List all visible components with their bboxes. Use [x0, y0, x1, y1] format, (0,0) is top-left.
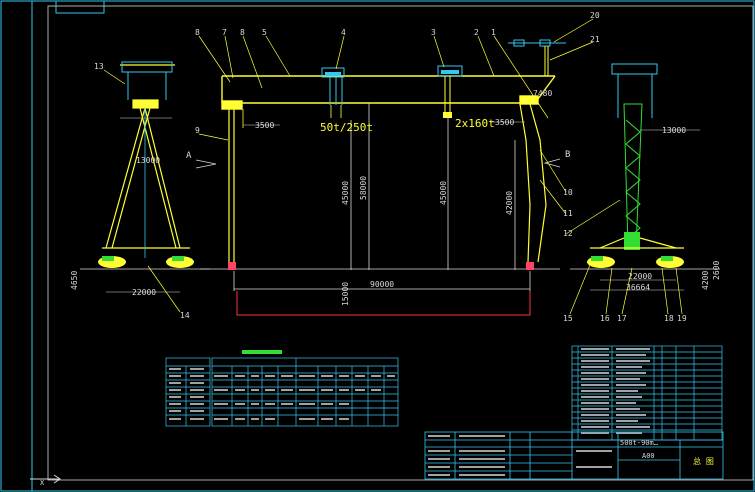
svg-text:19: 19: [677, 314, 687, 323]
parameter-table-small: [165, 357, 211, 427]
trolley-left: [321, 67, 345, 105]
trolley-right: [437, 65, 463, 118]
dim-right-height-b: 2600: [712, 261, 721, 280]
bom-table: [571, 345, 723, 441]
svg-text:11: 11: [563, 209, 573, 218]
dim-left-height: 4650: [70, 271, 79, 290]
svg-text:7: 7: [222, 28, 227, 37]
svg-text:20: 20: [590, 11, 600, 20]
svg-text:15: 15: [563, 314, 573, 323]
table-caption-mark: [242, 350, 282, 354]
dim-lift-height-a: 58000: [359, 176, 368, 200]
svg-text:4: 4: [341, 28, 346, 37]
svg-text:X: X: [40, 479, 45, 487]
jib-crane: [508, 39, 566, 76]
svg-text:8: 8: [240, 28, 245, 37]
main-girder: [221, 75, 556, 110]
foundation-pit: [236, 291, 531, 316]
svg-text:21: 21: [590, 35, 600, 44]
front-elevation: 3500 50t/250t 2x160t 3500 7480 90000 580…: [186, 11, 621, 316]
dim-right-base-b: 36664: [626, 283, 650, 292]
dim-lift-height-d: 42000: [505, 191, 514, 215]
dim-right-height-a: 4200: [701, 271, 710, 290]
title-block: [424, 431, 724, 480]
front-dimensions: 3500 50t/250t 2x160t 3500 7480 90000 580…: [243, 89, 552, 306]
dim-left-leg-spacing: 13000: [136, 156, 160, 165]
dim-rail-gauge: 90000: [370, 280, 394, 289]
ucs-axis-icon: X: [30, 474, 61, 487]
callout-leaders: [198, 18, 621, 235]
dim-span-right-offset: 3500: [495, 118, 514, 127]
callout-labels: 8 7 8 5 4 3 2 1 20 21 9 10 11 12: [195, 11, 600, 238]
title-block-text-marks: [428, 435, 612, 476]
bom-text-marks: [581, 348, 650, 434]
right-side-view: 13000 22000 36664 4200 2600 15 16 17 18 …: [563, 63, 721, 323]
svg-text:16: 16: [600, 314, 610, 323]
svg-text:9: 9: [195, 126, 200, 135]
svg-text:13: 13: [94, 62, 104, 71]
svg-text:3: 3: [431, 28, 436, 37]
svg-text:12: 12: [563, 229, 573, 238]
left-side-view: 13000 22000 4650 13 14: [70, 61, 210, 320]
parameter-table-main: [211, 357, 399, 427]
dim-trolley-left: 50t/250t: [320, 121, 373, 134]
title-block-label: 总 图: [693, 456, 714, 466]
table-text-marks: [169, 368, 395, 420]
dim-right-base-a: 22000: [628, 272, 652, 281]
svg-text:8: 8: [195, 28, 200, 37]
svg-text:A: A: [186, 151, 192, 161]
dim-left-base: 22000: [132, 288, 156, 297]
svg-text:2: 2: [474, 28, 479, 37]
svg-text:B: B: [565, 150, 570, 160]
ground-line: [200, 103, 560, 291]
rigid-leg: [228, 109, 235, 262]
title-block-title: 500t-90m…: [620, 439, 658, 447]
dim-lift-height-c: 45000: [439, 181, 448, 205]
ground-rail-marks: [228, 262, 534, 270]
dim-girder-height: 7480: [533, 89, 552, 98]
svg-text:14: 14: [180, 311, 190, 320]
title-block-sheet: A00: [642, 452, 655, 460]
dim-trolley-right: 2x160t: [455, 117, 495, 130]
view-label-b: B: [543, 150, 570, 168]
svg-text:5: 5: [262, 28, 267, 37]
svg-text:1: 1: [491, 28, 496, 37]
svg-text:10: 10: [563, 188, 573, 197]
view-label-a: A: [186, 151, 217, 169]
dim-lift-height-b: 45000: [341, 181, 350, 205]
dim-span-left-offset: 3500: [255, 121, 274, 130]
svg-text:18: 18: [664, 314, 674, 323]
svg-text:17: 17: [617, 314, 627, 323]
dim-below-rail: 15000: [341, 282, 350, 306]
dim-right-leg-spacing: 13000: [662, 126, 686, 135]
